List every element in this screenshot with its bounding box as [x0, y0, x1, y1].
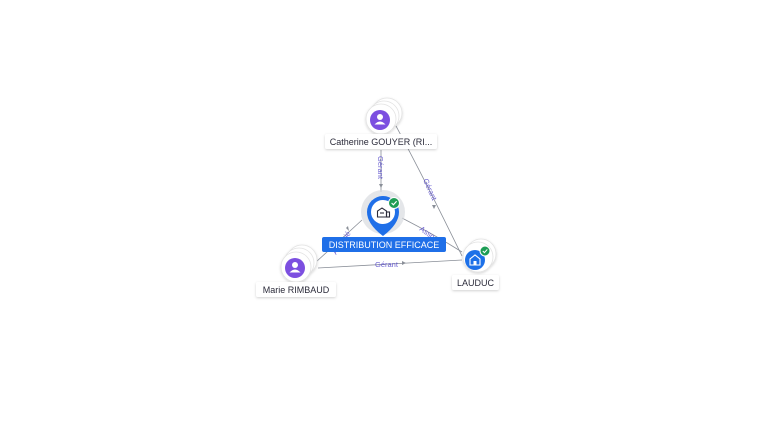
- edge-marie-lauduc: [317, 259, 463, 269]
- node-label-catherine: Catherine GOUYER (RI...: [325, 134, 437, 149]
- edge-main-lauduc: [401, 217, 463, 253]
- node-catherine[interactable]: [365, 97, 403, 135]
- node-lauduc[interactable]: [462, 238, 497, 273]
- arrow-marie-lauduc: [402, 261, 406, 265]
- node-label-lauduc: LAUDUC: [452, 275, 499, 290]
- edge-label-catherine-main: Gérant: [376, 156, 385, 180]
- marie-label: Marie RIMBAUD: [263, 285, 330, 295]
- node-marie[interactable]: [280, 244, 318, 283]
- verified-check-icon: [479, 245, 491, 257]
- arrow-catherine-lauduc: [432, 205, 436, 209]
- node-label-marie: Marie RIMBAUD: [256, 282, 336, 297]
- edge-label-catherine-lauduc: Gérant: [421, 177, 439, 202]
- lauduc-label: LAUDUC: [457, 278, 495, 288]
- building-icon: [376, 207, 391, 218]
- main-label: DISTRIBUTION EFFICACE: [329, 240, 440, 250]
- arrow-marie-main: [346, 226, 349, 231]
- catherine-label: Catherine GOUYER (RI...: [330, 137, 433, 147]
- node-main[interactable]: [361, 190, 405, 236]
- edge-arrows: [346, 184, 436, 265]
- verified-check-icon: [388, 197, 400, 209]
- node-label-main: DISTRIBUTION EFFICACE: [322, 237, 446, 252]
- arrow-catherine-main: [379, 184, 383, 188]
- edge-label-marie-lauduc: Gérant: [375, 260, 399, 269]
